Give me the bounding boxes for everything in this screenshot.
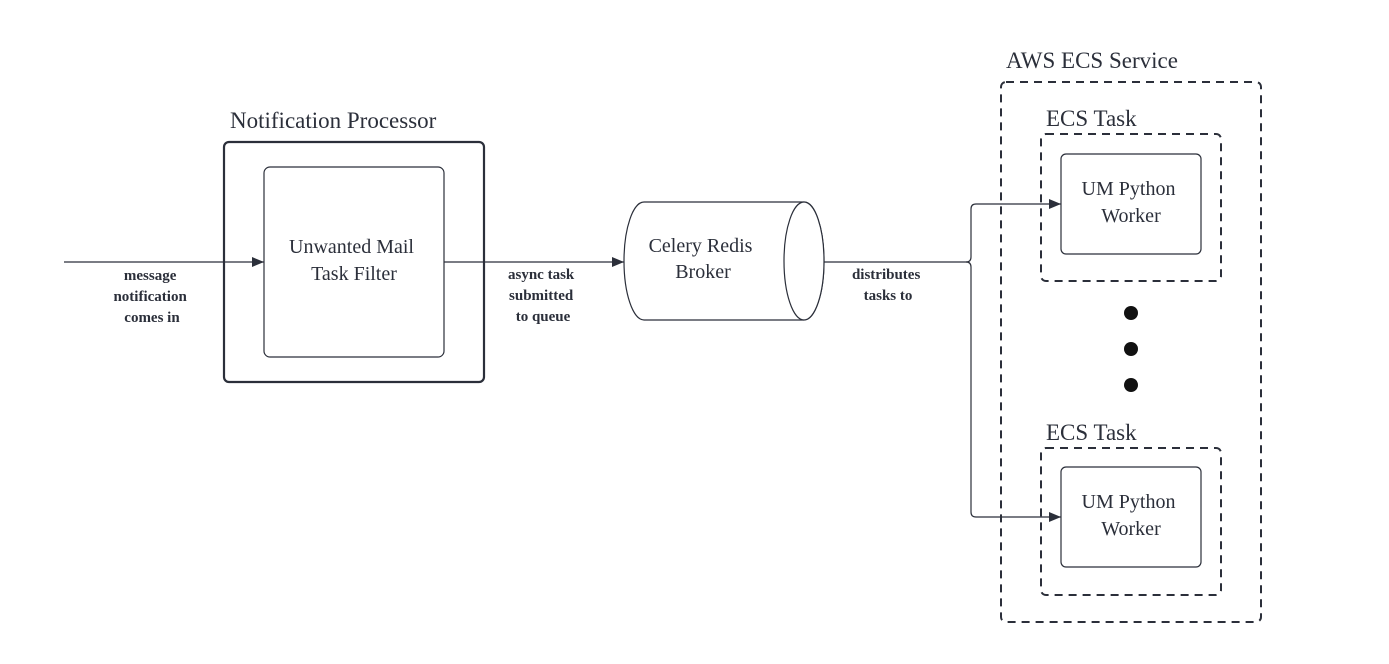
- broker-label-line-2: Broker: [675, 261, 731, 283]
- broker-label: Celery Redis Broker: [649, 235, 758, 283]
- broker-label-line-1: Celery Redis: [649, 235, 753, 257]
- worker-top-label: UM Python Worker: [1082, 178, 1181, 227]
- broker-cylinder-node: [623, 201, 825, 321]
- submit-edge-label-line-1: async task: [508, 267, 575, 283]
- incoming-edge-label-line-3: comes in: [124, 310, 180, 326]
- distribute-edge-bottom: [965, 261, 1061, 522]
- notification-processor-label: Notification Processor: [230, 108, 437, 133]
- ellipsis-dot-3: [1124, 378, 1138, 392]
- incoming-edge-label-line-2: notification: [113, 289, 187, 305]
- worker-top-node: [1060, 153, 1202, 255]
- distribute-edge-top: [965, 199, 1061, 263]
- incoming-edge-label: message notification comes in: [113, 268, 190, 326]
- worker-bottom-node: [1060, 466, 1202, 568]
- ellipsis-dot-2: [1124, 342, 1138, 356]
- task-filter-label: Unwanted Mail Task Filter: [289, 236, 419, 285]
- aws-ecs-service-container: [1000, 81, 1262, 623]
- worker-bottom-label-line-2: Worker: [1101, 518, 1161, 540]
- submit-edge-label-line-3: to queue: [516, 309, 571, 325]
- ecs-task-top-label: ECS Task: [1046, 106, 1137, 131]
- distribute-edge-label-line-1: distributes: [852, 267, 921, 283]
- submit-edge-label: async task submitted to queue: [508, 267, 578, 325]
- distribute-edge-label-line-2: tasks to: [864, 288, 913, 304]
- ecs-task-bottom-container: [1040, 447, 1222, 596]
- ellipsis-dot-1: [1124, 306, 1138, 320]
- worker-bottom-label-line-1: UM Python: [1082, 491, 1176, 513]
- task-filter-label-line-1: Unwanted Mail: [289, 236, 414, 258]
- incoming-edge-label-line-1: message: [124, 268, 177, 284]
- task-filter-label-line-2: Task Filter: [311, 263, 397, 285]
- task-filter-node: [263, 166, 445, 358]
- broker-cylinder-cap: [783, 201, 825, 321]
- worker-top-label-line-2: Worker: [1101, 205, 1161, 227]
- worker-top-label-line-1: UM Python: [1082, 178, 1176, 200]
- worker-bottom-label: UM Python Worker: [1082, 491, 1181, 540]
- ecs-task-top-container: [1040, 133, 1222, 282]
- submit-edge-label-line-2: submitted: [509, 288, 574, 304]
- aws-ecs-service-label: AWS ECS Service: [1006, 48, 1178, 73]
- distribute-edge-label: distributes tasks to: [852, 267, 924, 304]
- ecs-task-bottom-label: ECS Task: [1046, 420, 1137, 445]
